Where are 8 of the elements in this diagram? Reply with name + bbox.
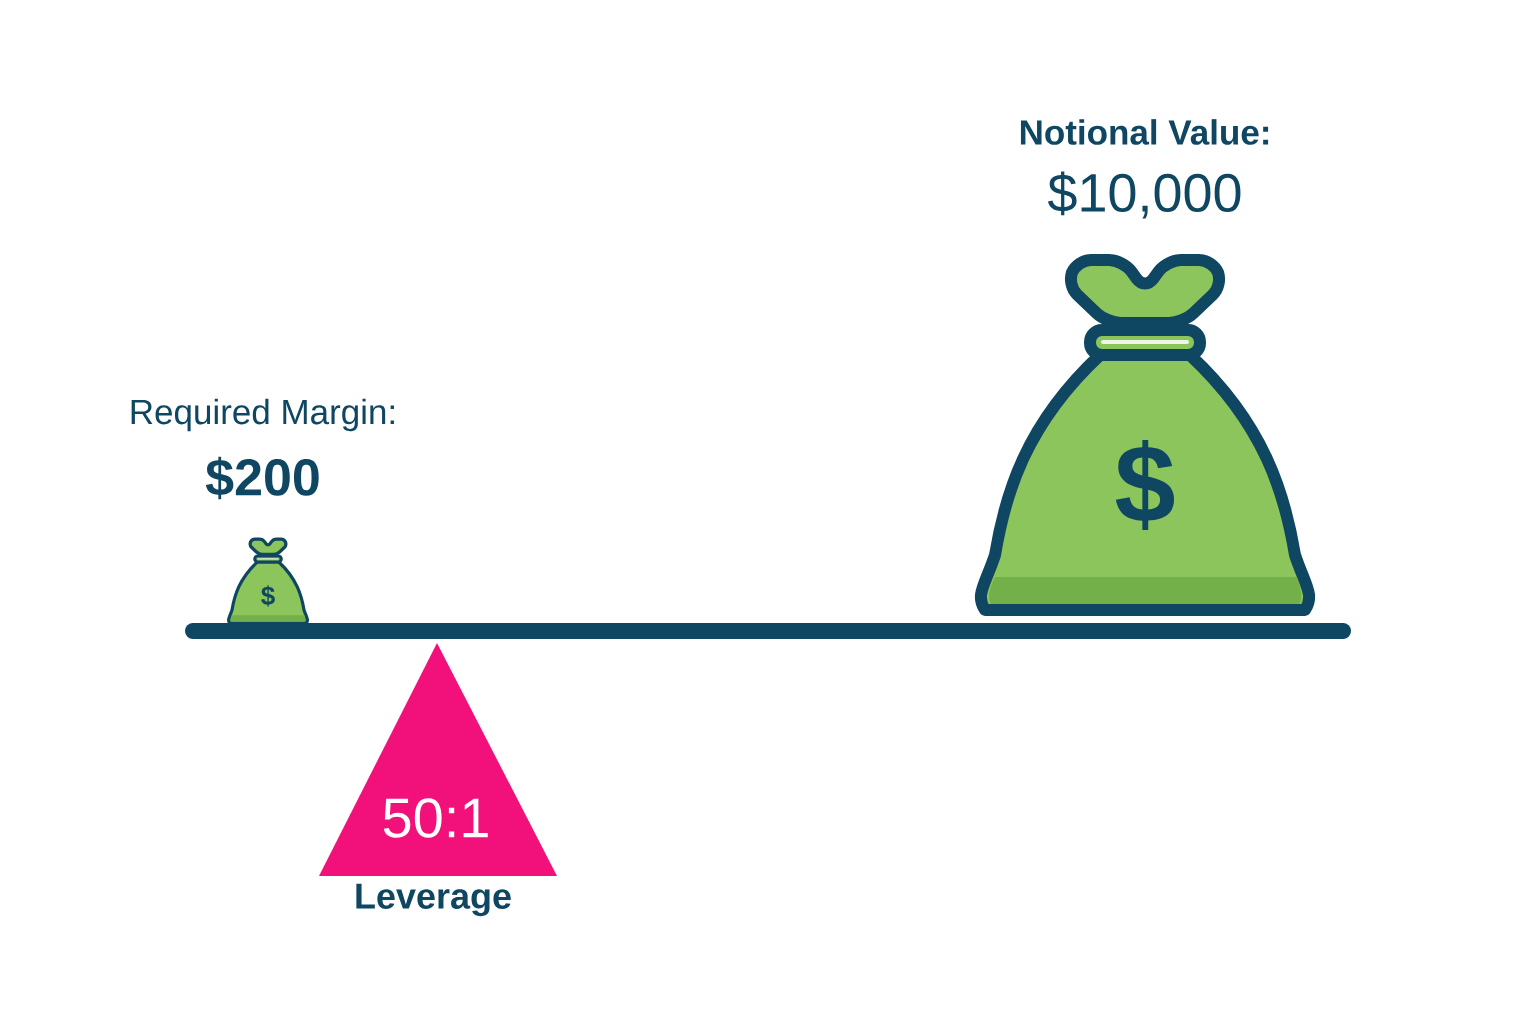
amount: $200 <box>205 456 319 500</box>
fulcrum-triangle: 50:1 <box>319 643 557 876</box>
dollar-sign: $ <box>1115 440 1175 530</box>
dollar-sign: $ <box>261 585 275 607</box>
heading: Notional Value: <box>1020 119 1269 145</box>
node-label: Leverage <box>356 883 511 917</box>
heading: Required Margin: <box>131 398 394 432</box>
amount: $10,000 <box>1048 171 1241 219</box>
